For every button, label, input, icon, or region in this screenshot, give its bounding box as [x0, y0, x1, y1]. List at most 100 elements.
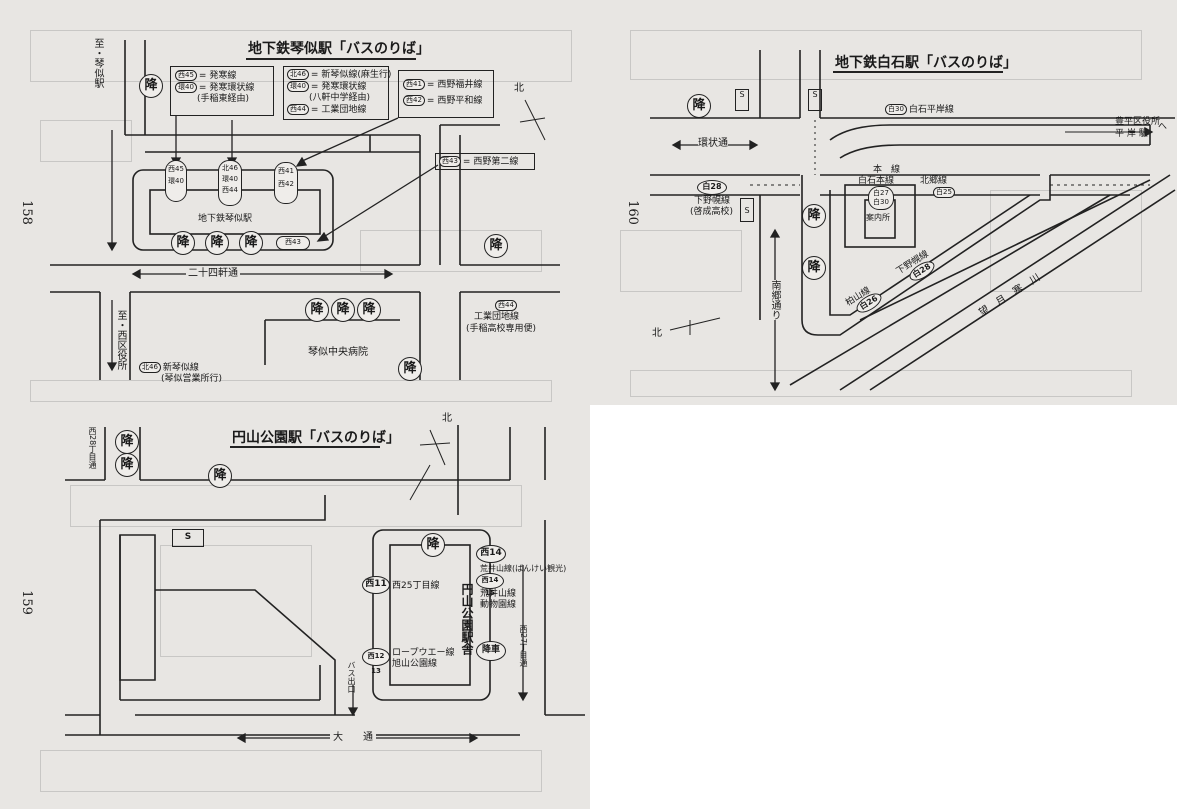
stop-shimonoppporo: 白28: [697, 180, 727, 195]
route-badge: 西42: [403, 95, 425, 106]
descend-icon: 降: [484, 234, 508, 258]
bus-exit-label: バス出口: [347, 661, 356, 693]
route-badge: 西41: [403, 79, 425, 90]
north-label: 北: [514, 83, 524, 94]
route-text: = 発寒環状線: [198, 83, 255, 93]
north-label: 北: [442, 413, 452, 424]
stop-route-label: 西42: [278, 180, 294, 188]
maruyama-title-underline: [230, 446, 380, 448]
descend-icon: 降: [305, 298, 329, 322]
arai-bankei-label: 荒井山線(ばんけい観光): [480, 564, 567, 573]
kotoni-title-underline: [246, 58, 416, 60]
stop-route-label: 環40: [222, 175, 238, 183]
route-line: 西43= 西野第二線: [439, 156, 531, 168]
route-box-nishino-daini: 西43= 西野第二線: [435, 153, 535, 170]
stop-route-label: 西12 13: [367, 652, 385, 675]
route-badge: 北46: [139, 362, 161, 373]
s-stop-label: S: [184, 532, 192, 542]
page-number-158: 158: [18, 200, 34, 225]
stop-route-label: 西11: [365, 579, 387, 589]
descend-icon: 降: [398, 357, 422, 381]
ghost-block: [30, 380, 552, 402]
bus-stop-right: 西41 西42: [274, 162, 298, 204]
hokubu-label: 北郷線: [920, 176, 948, 186]
route-badge: 西44: [495, 300, 517, 311]
route-text: = 発寒環状線: [310, 82, 367, 92]
stop-route-label: 北46: [222, 164, 238, 172]
page-number-159: 159: [18, 590, 34, 615]
to-arrow-label: へ: [1158, 122, 1168, 132]
stop-route-label: 環40: [168, 177, 184, 185]
descend-icon: 降: [205, 231, 229, 255]
page-number-160: 160: [624, 200, 640, 225]
s-stop-label: S: [744, 206, 750, 215]
station-building-label: 円山公園駅舎: [460, 583, 474, 655]
arai-label: 荒井山線: [480, 589, 517, 599]
north-label: 北: [652, 328, 662, 339]
s-stop-marker: S: [740, 198, 754, 222]
alight-label: 降車: [481, 645, 500, 655]
ghost-block: [990, 190, 1142, 292]
nishi25-label: 西25丁目線: [392, 581, 440, 591]
route-badge: 北46: [287, 69, 309, 80]
route-text: 新琴似線: [162, 363, 199, 373]
route-line: (手稲東経由): [175, 94, 269, 105]
descend-icon: 降: [208, 464, 232, 488]
toyohira-office-label: 豊平区役所: [1115, 117, 1161, 127]
stop-route-label: 白28: [702, 182, 722, 191]
ghost-block: [40, 120, 132, 162]
descend-icon: 降: [421, 533, 445, 557]
route-line: 環40= 発寒環状線: [175, 82, 269, 94]
shiroishi-title: 地下鉄白石駅「バスのりば」: [835, 55, 1017, 71]
shiroishi-road-lines: [650, 50, 1176, 392]
route-badge: 西44: [287, 104, 309, 115]
route-text: = 西野福井線: [426, 80, 483, 90]
descend-icon: 降: [687, 94, 711, 118]
descend-icon: 降: [115, 430, 139, 454]
route-line: 環40= 発寒環状線: [287, 81, 385, 93]
odori-label: 大 通: [330, 732, 376, 744]
route-box-nishino: 西41= 西野福井線 西42= 西野平和線: [398, 70, 494, 118]
nishi28-label: 西28丁目通: [88, 427, 97, 470]
stop-27-30: 白27 白30: [868, 186, 894, 210]
maruyama-title: 円山公園駅「バスのりば」: [232, 430, 400, 446]
descend-icon: 降: [357, 298, 381, 322]
ghost-block: [40, 750, 542, 792]
kogyodanchi-label: 工業団地線: [474, 312, 520, 322]
ghost-block: [70, 485, 522, 527]
zoo-label: 動物園線: [480, 600, 517, 610]
route-badge: 環40: [287, 81, 309, 92]
hon-line-label: 本 線: [873, 165, 901, 175]
descend-icon: 降: [802, 256, 826, 280]
street-nijuyonken-label: 二十四軒通: [186, 268, 240, 280]
shimonoppporo-label: 下野幌線: [694, 196, 731, 206]
kanjo-dori-label: 環状通: [698, 138, 728, 150]
s-stop-label: S: [812, 90, 818, 99]
route-text: 白石平岸線: [908, 105, 954, 115]
route-box-shinkotoni: 北46= 新琴似線(麻生行) 環40= 発寒環状線 (八軒中学経由) 西44= …: [283, 66, 391, 120]
stop-nishi14: 西14: [476, 545, 506, 563]
route-box-hassamu: 西45= 発寒線 環40= 発寒環状線 (手稲東経由): [170, 66, 274, 116]
route-badge: 白25: [933, 187, 955, 198]
maruyama-road-lines: [65, 425, 585, 744]
ghost-block: [620, 230, 742, 292]
hokubu-badge-line: 白25: [933, 187, 957, 199]
route-text: = 西野第二線: [462, 157, 519, 167]
kogyodanchi-sub-label: (手稲高校専用便): [466, 324, 537, 334]
nango-dori-label: 南郷通り: [769, 280, 780, 320]
route-text: = 西野平和線: [426, 96, 483, 106]
shiroishi-title-underline: [833, 71, 1003, 73]
bus-stop-center: 北46 環40 西44: [218, 160, 242, 206]
s-stop-marker: S: [735, 89, 749, 111]
kotoni-map-panel: 地下鉄琴似駅「バスのりば」 至・琴似駅 至・西区役所 158 降 降 降 降 降…: [0, 0, 590, 405]
ghost-block: [630, 370, 1132, 397]
station-label: 地下鉄琴似駅: [198, 214, 253, 224]
info-office-label: 案内所: [866, 213, 890, 222]
route-badge: 西45: [175, 70, 197, 81]
route-text: (八軒中学経由): [309, 93, 371, 103]
asahiyama-label: 旭山公園線: [392, 659, 438, 669]
bus-stop-left: 西45 環40: [165, 160, 187, 202]
stop-route-label: 西43: [285, 238, 301, 246]
